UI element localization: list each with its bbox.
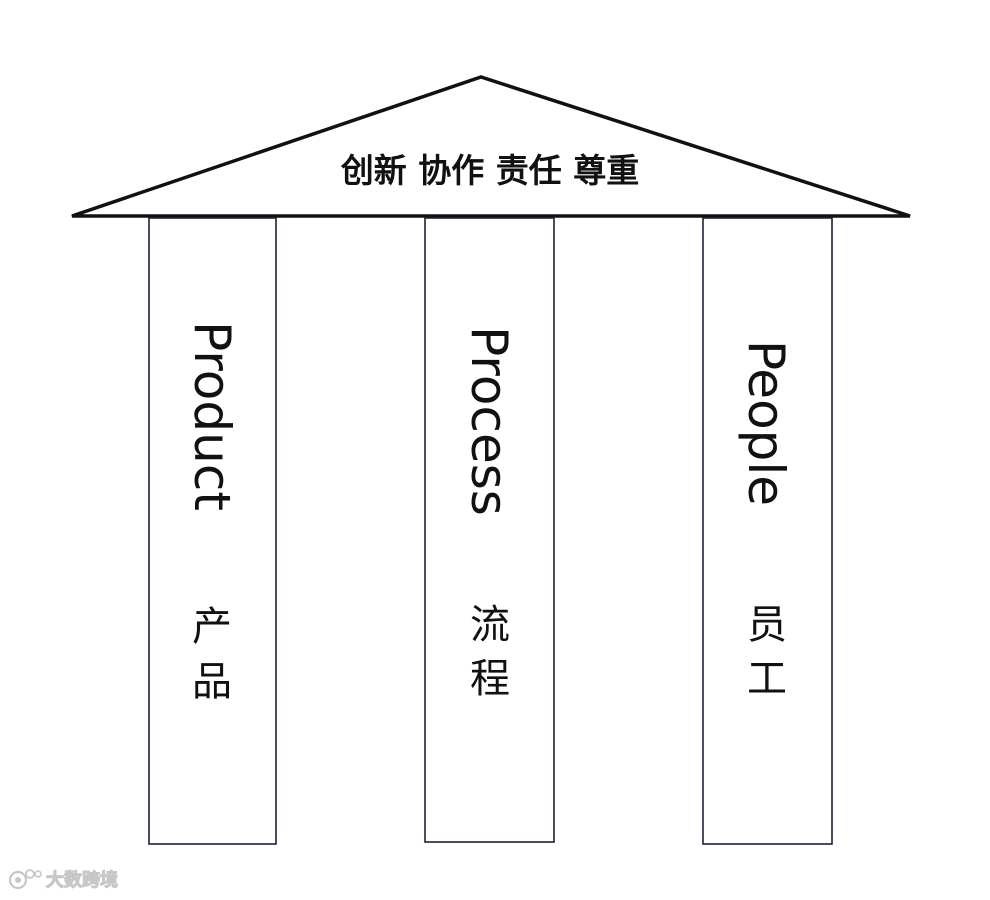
pillar-process-zh-char-1: 流 — [470, 602, 510, 648]
roof-triangle — [71, 75, 911, 218]
pillar-people — [702, 217, 833, 845]
watermark-logo-icon — [8, 869, 42, 890]
pillar-product-zh-char-2: 品 — [192, 659, 232, 705]
pillar-product — [148, 217, 277, 845]
pillar-product-en-label: Product — [183, 321, 241, 511]
pillar-people-zh-char-2: 工 — [747, 656, 787, 702]
watermark-text: 大数跨境 — [46, 870, 119, 892]
watermark: 大数跨境 — [8, 866, 119, 892]
pillar-process-zh-char-2: 程 — [470, 656, 510, 702]
roof-label: 创新 协作 责任 尊重 — [340, 151, 639, 190]
pillar-process — [424, 217, 555, 843]
pillar-people-zh-char-1: 员 — [747, 602, 787, 648]
pillar-product-zh-char-1: 产 — [192, 604, 232, 650]
pillar-people-en-label: People — [737, 340, 795, 506]
pillar-process-en-label: Process — [460, 326, 518, 516]
